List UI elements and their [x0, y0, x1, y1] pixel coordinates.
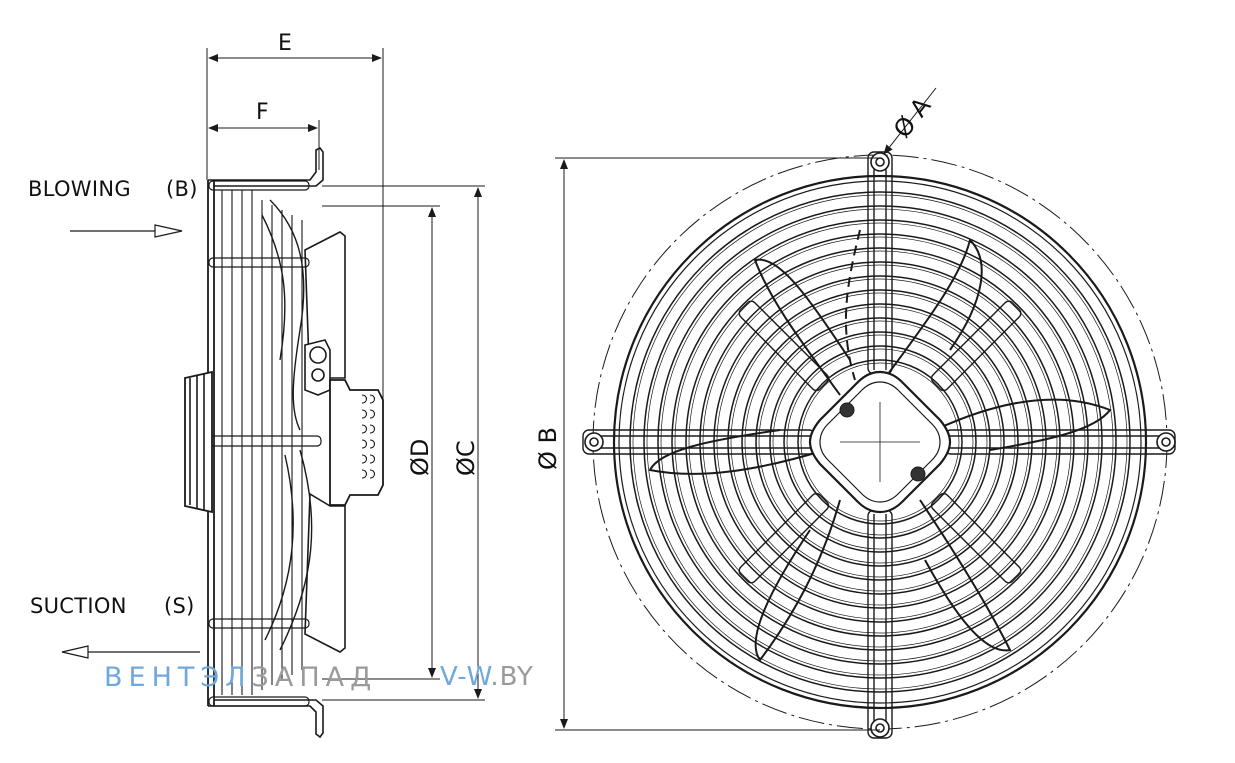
watermark-url-part1: V-W — [440, 662, 491, 692]
guard-ring-inner — [674, 236, 1086, 648]
dimension-f — [208, 120, 320, 170]
guard-ring-inner — [744, 306, 1016, 578]
dimension-e-label: E — [278, 31, 292, 56]
guard-ring — [671, 233, 1089, 651]
guard-ring-inner — [800, 362, 960, 522]
guard-ring — [629, 191, 1131, 693]
watermark: ВЕНТЭЛЗАПАД — [104, 662, 377, 693]
guard-ring — [797, 359, 963, 525]
suction-label: SUCTION — [30, 594, 127, 618]
blowing-code-label: (B) — [166, 177, 198, 201]
watermark-part2: ЗАПАД — [251, 662, 378, 693]
guard-ring — [755, 317, 1005, 567]
guard-ring-inner — [632, 194, 1128, 690]
guard-ring-inner — [660, 222, 1100, 662]
guard-ring-inner — [758, 320, 1002, 564]
side-view — [61, 48, 485, 739]
dimension-c — [322, 185, 485, 701]
blowing-label: BLOWING — [28, 177, 131, 201]
dimension-f-label: F — [256, 100, 269, 125]
dimension-c-label: ØC — [452, 440, 480, 476]
guard-ring-inner — [702, 264, 1058, 620]
watermark-part1: ВЕНТЭЛ — [104, 662, 252, 693]
guard-ring — [685, 247, 1075, 637]
watermark-url: V-W.BY — [440, 662, 534, 692]
dimension-b-label: Ø B — [534, 427, 562, 470]
guard-ring — [769, 331, 991, 553]
guard-ring-inner — [688, 250, 1072, 634]
dimension-d-label: ØD — [406, 438, 434, 476]
guard-ring-inner — [772, 334, 988, 550]
guard-ring — [741, 303, 1019, 581]
fan-blades — [648, 229, 1112, 662]
suction-code-label: (S) — [164, 594, 195, 618]
dimension-a — [883, 87, 937, 155]
watermark-url-part2: .BY — [490, 662, 534, 692]
dimension-b — [555, 157, 880, 731]
dimension-e — [206, 48, 384, 400]
guard-ring-inner — [716, 278, 1044, 606]
front-view — [555, 87, 1176, 739]
dimension-d — [322, 205, 440, 680]
guard-ring — [699, 261, 1061, 623]
guard-ring — [783, 345, 977, 539]
guard-ring — [643, 205, 1117, 679]
guard-ring — [657, 219, 1103, 665]
guard-ring-inner — [786, 348, 974, 536]
guard-side-wires — [208, 180, 322, 707]
guard-ring-inner — [646, 208, 1114, 676]
